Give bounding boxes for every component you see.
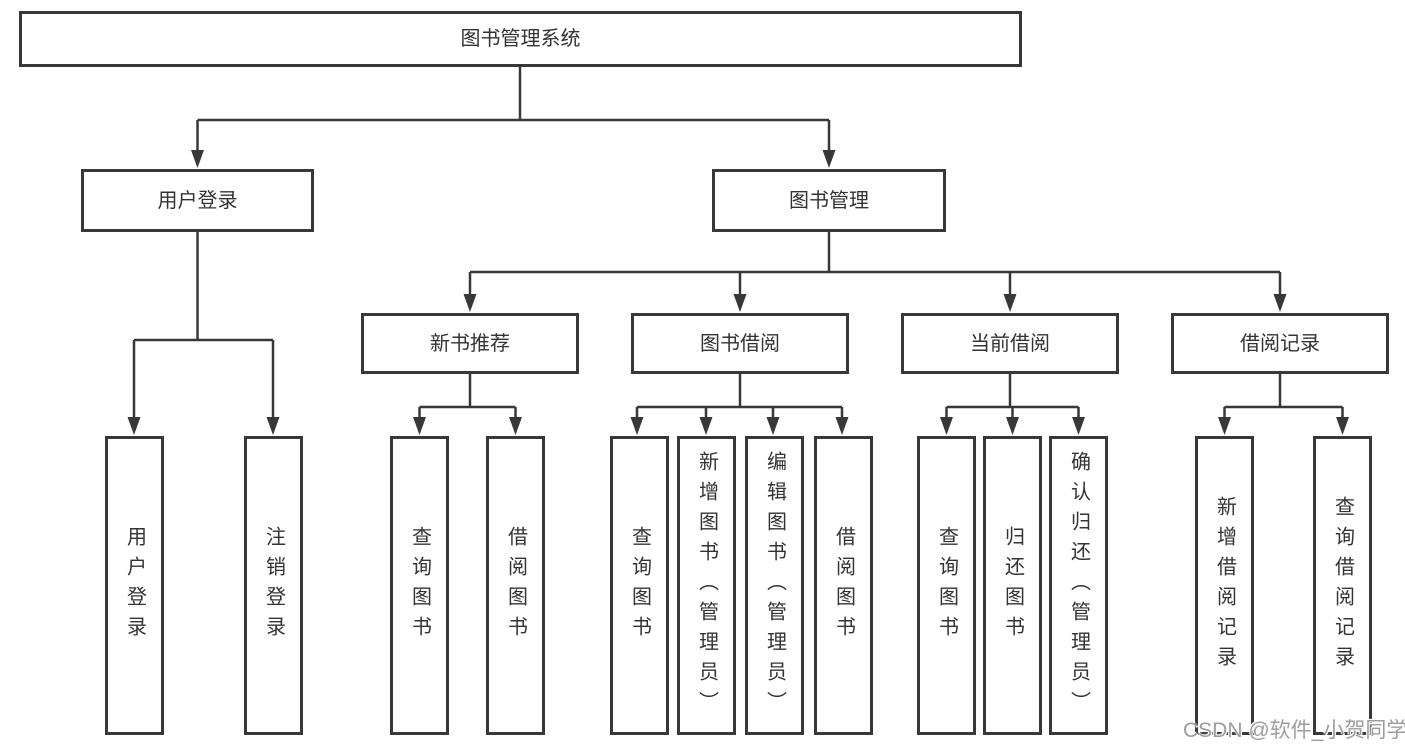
- leaf-borrow-add-book-label: 新增图书（管理员）: [695, 450, 718, 721]
- leaf-records-add-record-label: 新增借阅记录: [1213, 495, 1236, 676]
- leaf-current-return-book-label: 归还图书: [1001, 525, 1024, 646]
- node-root: 图书管理系统: [19, 11, 1022, 67]
- leaf-recommend-query-book: 查询图书: [390, 436, 449, 735]
- leaf-recommend-borrow-book-label: 借阅图书: [504, 525, 527, 646]
- node-book-management-label: 图书管理: [789, 189, 869, 212]
- leaf-current-query-book: 查询图书: [917, 436, 976, 735]
- leaf-records-add-record: 新增借阅记录: [1195, 436, 1254, 735]
- leaf-user-login-label: 用户登录: [123, 525, 146, 646]
- node-current-borrow-label: 当前借阅: [970, 332, 1050, 355]
- leaf-records-query-record: 查询借阅记录: [1313, 436, 1372, 735]
- node-borrow-records: 借阅记录: [1171, 313, 1389, 374]
- node-book-borrow-label: 图书借阅: [700, 332, 780, 355]
- leaf-current-return-book: 归还图书: [983, 436, 1042, 735]
- node-current-borrow: 当前借阅: [901, 313, 1119, 374]
- node-user-login-label: 用户登录: [157, 189, 238, 212]
- leaf-recommend-borrow-book: 借阅图书: [486, 436, 545, 735]
- leaf-logout: 注销登录: [244, 436, 303, 735]
- leaf-borrow-edit-book: 编辑图书（管理员）: [745, 436, 804, 735]
- leaf-borrow-query-book-label: 查询图书: [628, 525, 651, 646]
- leaf-borrow-add-book: 新增图书（管理员）: [677, 436, 736, 735]
- leaf-recommend-query-book-label: 查询图书: [408, 525, 431, 646]
- node-user-login: 用户登录: [81, 169, 314, 232]
- node-root-label: 图书管理系统: [460, 28, 581, 50]
- node-book-management: 图书管理: [712, 169, 946, 232]
- leaf-current-confirm-return-label: 确认归还（管理员）: [1067, 450, 1090, 721]
- leaf-borrow-query-book: 查询图书: [610, 436, 669, 735]
- leaf-current-query-book-label: 查询图书: [935, 525, 958, 646]
- node-book-borrow: 图书借阅: [631, 313, 849, 374]
- leaf-borrow-borrow-book: 借阅图书: [814, 436, 873, 735]
- node-new-book-recommend: 新书推荐: [361, 313, 579, 374]
- leaf-logout-label: 注销登录: [262, 525, 285, 646]
- leaf-borrow-edit-book-label: 编辑图书（管理员）: [763, 450, 786, 721]
- csdn-watermark: CSDN @软件_小贺同学: [1183, 719, 1405, 742]
- leaf-records-query-record-label: 查询借阅记录: [1331, 495, 1354, 676]
- leaf-user-login: 用户登录: [105, 436, 164, 735]
- leaf-borrow-borrow-book-label: 借阅图书: [832, 525, 855, 646]
- node-borrow-records-label: 借阅记录: [1240, 332, 1320, 355]
- node-new-book-recommend-label: 新书推荐: [430, 332, 510, 355]
- leaf-current-confirm-return: 确认归还（管理员）: [1049, 436, 1108, 735]
